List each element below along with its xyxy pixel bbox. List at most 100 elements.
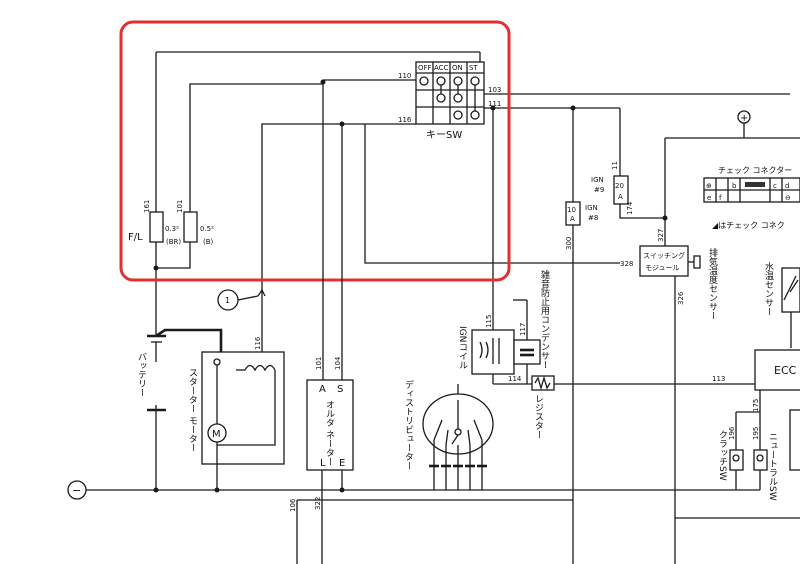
neutral-sw-label: ニュートラルSW [767, 432, 778, 501]
fl-right-color: (B) [203, 238, 214, 246]
starter-coil [244, 364, 276, 372]
wire-174 [619, 204, 665, 219]
battery-label: バッテリー [136, 352, 147, 397]
svg-text:e: e [707, 194, 711, 202]
svg-text:S: S [337, 384, 343, 395]
neutral-switch: 195 ニュートラルSW [752, 412, 778, 501]
wire-label-103: 103 [488, 86, 501, 94]
alternator-label: オルタ ネーター [324, 400, 335, 466]
fusible-link-left [149, 211, 164, 243]
resistor: 114 113 レジスター [493, 375, 755, 439]
alternator-body [306, 379, 354, 471]
exhaust-temp-sensor-label: 排気温度センサー [707, 247, 718, 320]
wire-328 [364, 124, 620, 264]
ign-coil: 115 IGNコイル [457, 315, 515, 384]
fl-left-color: (BR) [166, 238, 181, 246]
fl-label: F/L [128, 232, 143, 243]
svg-text:⊖: ⊖ [785, 194, 791, 202]
ks-contact [453, 110, 463, 120]
ks-contact [436, 76, 446, 86]
svg-text:106: 106 [289, 498, 297, 512]
ks-contact [470, 110, 480, 120]
svg-text:d: d [785, 182, 789, 190]
svg-text:スイッチング: スイッチング [643, 251, 685, 260]
fuse-ign8-num: #8 [588, 214, 598, 222]
ks-contact [453, 76, 463, 86]
ks-contact [470, 76, 480, 86]
svg-text:⊕: ⊕ [706, 182, 712, 190]
ks-contact [419, 76, 429, 86]
noise-capacitor-label: 雑音防止用コンデンサー [539, 269, 550, 369]
svg-text:114: 114 [508, 375, 522, 383]
key-switch-wiring: 110 103 111 11 116 328 300 [261, 72, 790, 564]
noise-capacitor: 117 雑音防止用コンデンサー [513, 269, 550, 384]
ks-header-on: ON [452, 64, 463, 72]
battery-cable [155, 328, 223, 356]
wire-label-328: 328 [620, 260, 633, 268]
fl-right-rating: 0.5² [200, 225, 214, 233]
svg-text:104: 104 [334, 356, 342, 370]
svg-text:L: L [320, 458, 326, 469]
distributor-label: ディストリビューター [403, 379, 414, 470]
wire-101-top [189, 83, 323, 212]
wire-label-101: 101 [176, 200, 184, 213]
fl-join [155, 242, 191, 269]
distributor: ディストリビューター [403, 379, 494, 490]
svg-text:113: 113 [712, 375, 725, 383]
clutch-sw-label: クラッチSW [717, 430, 728, 481]
svg-text:+: + [740, 113, 748, 124]
fl-left-rating: 0.3² [165, 225, 179, 233]
fuse-ign8-body [565, 201, 581, 226]
svg-text:b: b [732, 182, 737, 190]
svg-text:c: c [773, 182, 777, 190]
svg-text:M: M [212, 429, 221, 440]
starter-motor-label: スターター モーター [187, 368, 198, 452]
fusible-link-right [183, 211, 198, 243]
starter-motor: 1 M スターター モーター 116 [187, 288, 285, 493]
svg-text:175: 175 [752, 399, 760, 412]
resistor-label: レジスター [533, 394, 544, 439]
check-connector-note: ◢はチェック コネク [712, 221, 785, 230]
wire-label-116: 116 [398, 116, 412, 124]
check-connector-title: チェック コネクター [718, 166, 792, 175]
svg-text:1: 1 [225, 296, 230, 305]
fuse-ign9-body [613, 175, 629, 205]
svg-text:115: 115 [485, 315, 493, 328]
ecu-body [754, 349, 800, 391]
clutch-switch: 196 クラッチSW [717, 411, 760, 490]
alternator: 101 104 A S L E オルタ ネーター 322 [306, 80, 354, 564]
svg-text:117: 117 [519, 323, 527, 336]
fusible-link-section: 161 101 F/L 0.3² (BR) 0.5² (B) [128, 51, 481, 335]
svg-text:326: 326 [677, 291, 685, 305]
svg-text:10: 10 [567, 206, 576, 214]
svg-text:−: − [72, 484, 81, 497]
fuse-ign9: 20 A IGN #9 174 [591, 175, 665, 219]
svg-text:f: f [719, 194, 722, 202]
fuse-ign8-label: IGN [585, 204, 598, 212]
key-switch-label: キーSW [426, 130, 462, 141]
ks-header-off: OFF [418, 64, 432, 72]
svg-text:20: 20 [615, 182, 624, 190]
ks-header-st: ST [469, 64, 478, 72]
wire-label-161: 161 [143, 200, 151, 213]
svg-text:196: 196 [728, 426, 736, 440]
ecu-label: ECC [774, 364, 797, 377]
svg-text:174: 174 [626, 201, 634, 215]
svg-text:101: 101 [315, 357, 323, 370]
svg-text:195: 195 [752, 427, 760, 440]
svg-text:モジュール: モジュール [645, 264, 680, 272]
svg-text:E: E [339, 458, 345, 469]
wire-label-300: 300 [565, 237, 573, 250]
switching-module: スイッチング モジュール 327 326 排気温度センサー [639, 138, 718, 564]
ks-header-acc: ACC [434, 64, 449, 72]
fuse-ign8: 10 A IGN #8 [565, 201, 598, 226]
ign-coil-label: IGNコイル [457, 326, 468, 369]
switching-module-body [639, 245, 689, 277]
svg-text:327: 327 [657, 229, 665, 242]
ks-contact [453, 93, 463, 103]
svg-text:A: A [319, 384, 326, 395]
water-temp-sensor-label: 水温センサー [763, 261, 774, 316]
wire-label-111: 111 [488, 100, 501, 108]
ks-contact [436, 93, 446, 103]
